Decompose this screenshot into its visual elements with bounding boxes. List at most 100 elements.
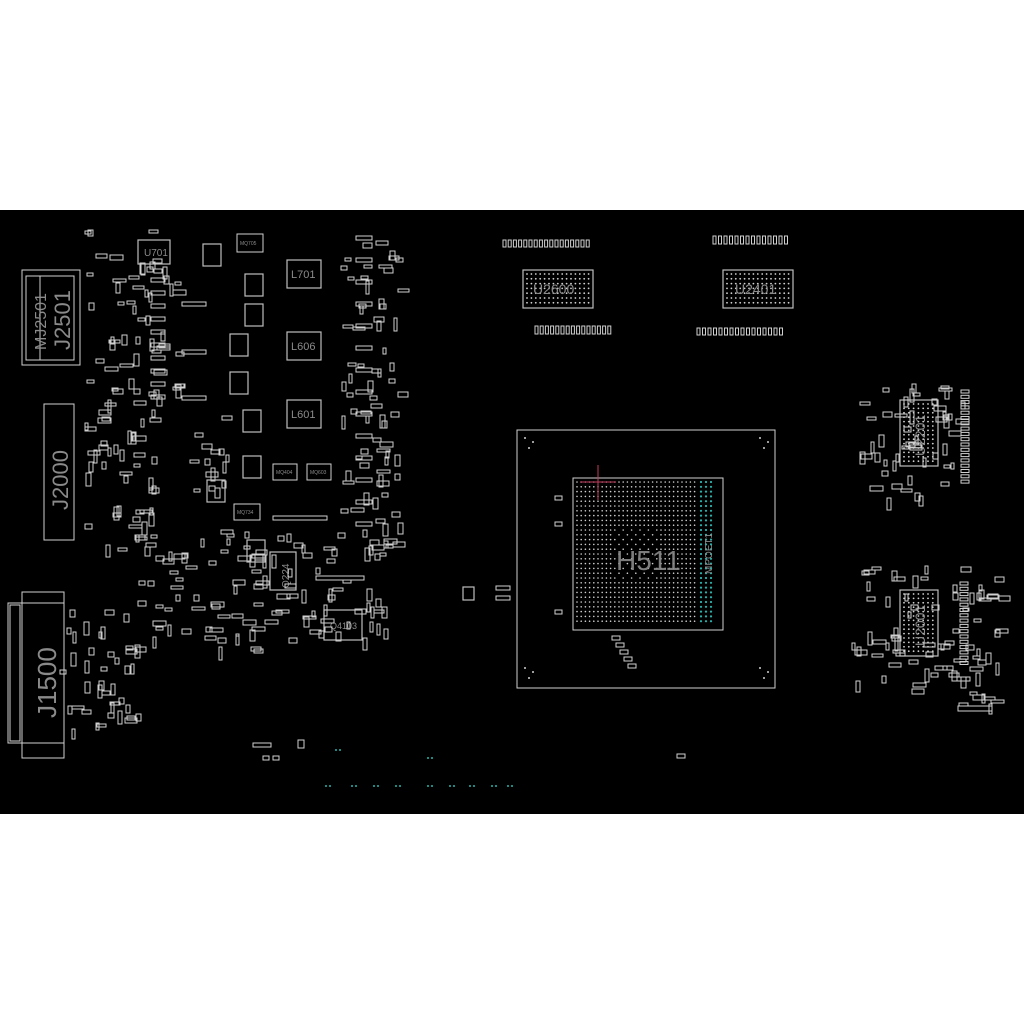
gpu-ball (664, 481, 666, 483)
connector-j2000[interactable]: J2000 (43, 403, 75, 541)
gpu-ball (614, 486, 616, 488)
bga-ball (774, 273, 777, 275)
bga-ball (917, 650, 920, 653)
bga-ball (917, 641, 920, 644)
bga-ball (574, 282, 577, 285)
gpu-package-h511[interactable]: H511 MPOET1 (516, 429, 776, 689)
smd-component (395, 257, 404, 263)
highlight-ball (709, 495, 713, 498)
gpu-ball (630, 514, 633, 517)
memory-u2401[interactable]: U2401 (722, 269, 794, 309)
smd-component (284, 583, 297, 589)
inductor-l701[interactable]: L701 (286, 259, 322, 289)
memory-u2001[interactable]: U2001 (899, 589, 939, 657)
mosfet-mq603[interactable]: MQ603 (306, 463, 332, 481)
smd-component (381, 492, 389, 498)
smd-component (150, 355, 166, 361)
mosfet-mq705[interactable]: MQ705 (236, 233, 264, 253)
gpu-ball (614, 538, 616, 541)
corner-via (767, 671, 769, 673)
inductor-l601[interactable]: L601 (286, 399, 322, 429)
chip-u701[interactable]: U701 (137, 239, 171, 265)
smd-component (960, 416, 970, 420)
smd-component (883, 459, 888, 467)
gpu-ball (605, 519, 608, 522)
smd-component (959, 608, 969, 612)
bga-ball (765, 273, 768, 275)
gpu-ball (609, 538, 612, 541)
smd-component (960, 463, 970, 468)
gpu-ball (693, 572, 696, 574)
mosfet-mq404[interactable]: MQ404 (272, 463, 298, 481)
bga-ball (903, 645, 905, 648)
smd-component (85, 472, 92, 487)
connector-j2501[interactable]: MJ2501 J2501 (21, 269, 81, 366)
label-l701: L701 (291, 269, 315, 281)
gpu-ball (618, 601, 620, 603)
smd-component (210, 467, 216, 482)
gpu-ball (664, 596, 666, 598)
gpu-ball (647, 538, 650, 541)
bga-ball (734, 273, 737, 275)
gpu-ball (576, 615, 578, 618)
gpu-ball (685, 620, 687, 622)
gpu-ball (609, 567, 612, 570)
bga-ball (526, 282, 528, 285)
connector-j1500[interactable]: J1500 (7, 591, 65, 759)
smd-component (389, 362, 395, 372)
gpu-ball (681, 620, 683, 622)
corner-via (759, 437, 761, 439)
gpu-ball (689, 577, 692, 579)
mosfet-mq734[interactable]: MQ734 (233, 503, 261, 521)
highlight-ball (709, 557, 713, 560)
smd-component (355, 499, 373, 505)
gpu-ball (584, 620, 587, 622)
bga-ball (539, 287, 542, 290)
gpu-ball (672, 534, 675, 536)
bga-ball (556, 282, 559, 285)
gpu-ball (614, 586, 616, 589)
memory-u2600[interactable]: U2600 (522, 269, 594, 309)
smd-component (173, 553, 186, 560)
smd-component (147, 580, 155, 587)
inductor-l606[interactable]: L606 (286, 331, 322, 361)
bga-ball (739, 282, 742, 285)
smd-component (151, 349, 162, 354)
smd-component (894, 637, 899, 652)
gpu-ball (672, 495, 675, 498)
gpu-ball (614, 591, 616, 594)
smd-component (895, 453, 900, 463)
smd-component (181, 395, 207, 401)
smd-component (204, 635, 217, 641)
smd-component (208, 560, 217, 566)
gpu-ball (580, 553, 582, 555)
bga-ball (756, 301, 759, 304)
gpu-ball (685, 558, 687, 560)
bga-ball (543, 292, 546, 295)
smd-component (762, 327, 767, 336)
smd-component (382, 347, 387, 355)
bga-ball (931, 411, 934, 414)
smd-component (205, 471, 219, 478)
gpu-ball (635, 510, 637, 512)
bga-ball (748, 297, 750, 299)
highlight-ball (704, 548, 708, 551)
gpu-ball (677, 524, 679, 526)
gpu-ball (609, 562, 612, 565)
highlight-ball (709, 533, 713, 536)
gpu-ball (618, 591, 620, 594)
smd-component (959, 629, 969, 634)
memory-u2201[interactable]: U2201 (899, 399, 939, 467)
bga-ball (783, 297, 786, 299)
smd-component (729, 327, 734, 336)
transistor-q224[interactable]: Q224 (269, 551, 297, 591)
transistor-q4103[interactable]: Q4103 (323, 609, 363, 641)
smd-component (111, 387, 119, 392)
smd-component (231, 613, 244, 619)
gpu-ball (605, 610, 608, 613)
bga-ball (730, 301, 733, 304)
smd-component (107, 712, 115, 719)
smd-component (357, 363, 365, 368)
bga-ball (912, 429, 915, 432)
bga-ball (922, 455, 925, 458)
